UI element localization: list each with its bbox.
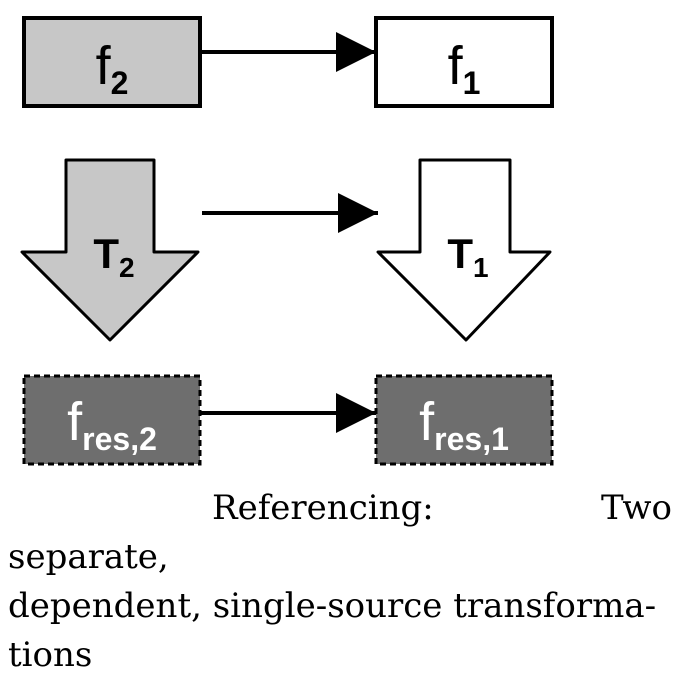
svg-text:fres,2: fres,2 <box>67 392 157 457</box>
box-fres2: fres,2 <box>22 374 202 466</box>
box-f1-sub: 1 <box>463 65 481 101</box>
box-fres1: fres,1 <box>374 374 554 466</box>
box-f2-sub: 2 <box>111 65 129 101</box>
box-f1-base: f <box>448 36 464 96</box>
fres2-base: f <box>67 392 83 452</box>
fres2-sub: res,2 <box>82 421 157 457</box>
fres1-sub: res,1 <box>434 421 509 457</box>
svg-text:T1: T1 <box>447 230 488 283</box>
t2-base: T <box>93 230 119 277</box>
t1-sub: 1 <box>473 252 489 283</box>
caption-line-2: dependent, single-source transforma- <box>8 586 657 626</box>
caption-line-1: Referencing: Two separate, <box>8 488 672 577</box>
svg-text:f1: f1 <box>448 36 481 101</box>
t2-sub: 2 <box>119 252 135 283</box>
t1-base: T <box>447 230 473 277</box>
svg-text:T2: T2 <box>93 230 134 283</box>
caption-line-3: tions <box>8 635 93 675</box>
box-f2: f2 <box>22 16 202 108</box>
transform-arrow-t1: T1 <box>376 158 552 342</box>
box-f2-base: f <box>96 36 112 96</box>
svg-text:fres,1: fres,1 <box>419 392 509 457</box>
box-f1: f1 <box>374 16 554 108</box>
svg-text:f2: f2 <box>96 36 129 101</box>
figure-caption: Referencing: Two separate, dependent, sin… <box>8 484 672 680</box>
referencing-diagram: f2 f1 T2 T1 fres,2 fres,1 <box>20 16 554 466</box>
fres1-base: f <box>419 392 435 452</box>
transform-arrow-t2: T2 <box>20 158 200 342</box>
